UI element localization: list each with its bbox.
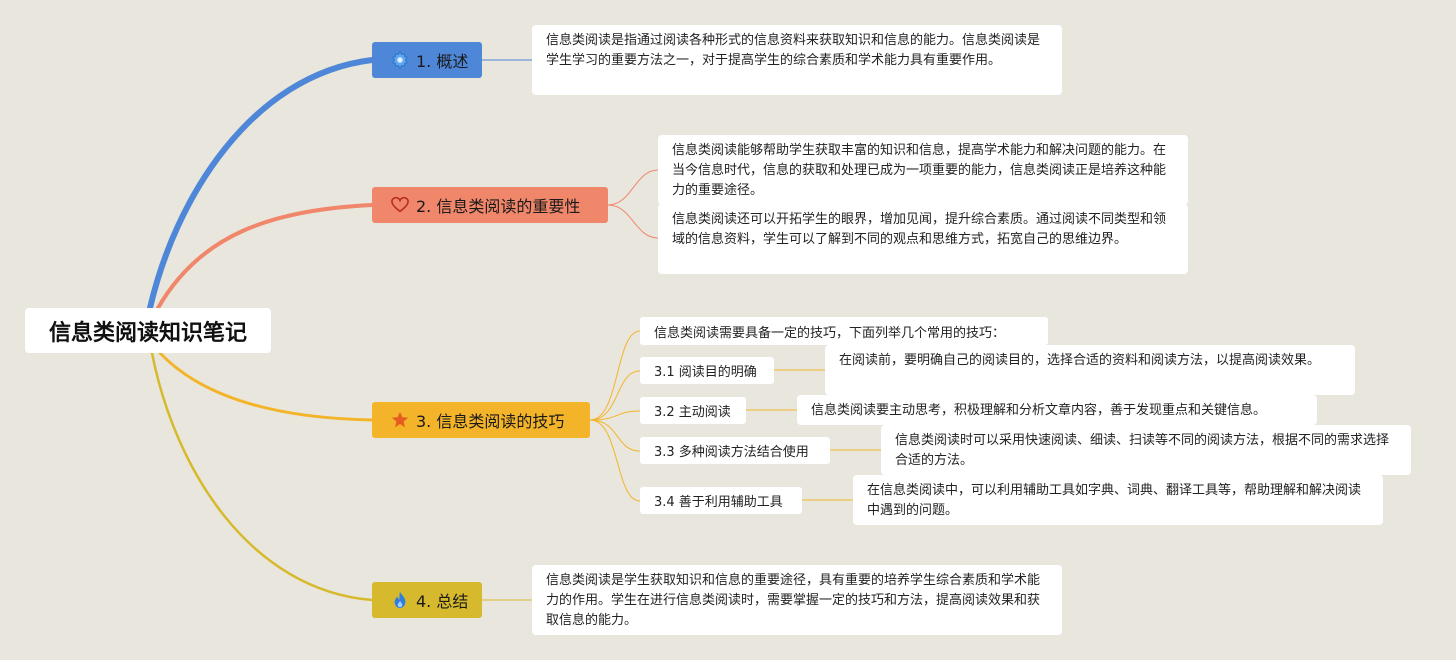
techniques-intro[interactable]: 信息类阅读需要具备一定的技巧，下面列举几个常用的技巧： bbox=[640, 317, 1048, 345]
sub-topic-3-4[interactable]: 3.4 善于利用辅助工具 bbox=[640, 487, 802, 514]
flame-icon bbox=[390, 590, 410, 610]
branch-techniques[interactable]: 3. 信息类阅读的技巧 bbox=[372, 402, 590, 438]
branch-label: 1. 概述 bbox=[416, 52, 469, 71]
branch-importance[interactable]: 2. 信息类阅读的重要性 bbox=[372, 187, 608, 223]
note-overview[interactable]: 信息类阅读是指通过阅读各种形式的信息资料来获取知识和信息的能力。信息类阅读是学生… bbox=[532, 25, 1062, 95]
sub-note-3-1[interactable]: 在阅读前，要明确自己的阅读目的，选择合适的资料和阅读方法，以提高阅读效果。 bbox=[825, 345, 1355, 395]
branch-overview[interactable]: 1. 概述 bbox=[372, 42, 482, 78]
sub-note-3-3[interactable]: 信息类阅读时可以采用快速阅读、细读、扫读等不同的阅读方法，根据不同的需求选择合适… bbox=[881, 425, 1411, 475]
root-topic[interactable]: 信息类阅读知识笔记 bbox=[25, 308, 271, 353]
heart-icon bbox=[390, 195, 410, 215]
sub-topic-3-3[interactable]: 3.3 多种阅读方法结合使用 bbox=[640, 437, 830, 464]
sub-note-3-2[interactable]: 信息类阅读要主动思考，积极理解和分析文章内容，善于发现重点和关键信息。 bbox=[797, 395, 1317, 425]
branch-label: 4. 总结 bbox=[416, 592, 469, 611]
note-importance-2[interactable]: 信息类阅读还可以开拓学生的眼界，增加见闻，提升综合素质。通过阅读不同类型和领域的… bbox=[658, 204, 1188, 274]
branch-label: 3. 信息类阅读的技巧 bbox=[416, 412, 565, 431]
gear-icon bbox=[390, 50, 410, 70]
sub-note-3-4[interactable]: 在信息类阅读中，可以利用辅助工具如字典、词典、翻译工具等，帮助理解和解决阅读中遇… bbox=[853, 475, 1383, 525]
branch-summary[interactable]: 4. 总结 bbox=[372, 582, 482, 618]
sub-topic-3-1[interactable]: 3.1 阅读目的明确 bbox=[640, 357, 774, 384]
branch-label: 2. 信息类阅读的重要性 bbox=[416, 197, 581, 216]
note-importance-1[interactable]: 信息类阅读能够帮助学生获取丰富的知识和信息，提高学术能力和解决问题的能力。在当今… bbox=[658, 135, 1188, 205]
sub-topic-3-2[interactable]: 3.2 主动阅读 bbox=[640, 397, 746, 424]
note-summary[interactable]: 信息类阅读是学生获取知识和信息的重要途径，具有重要的培养学生综合素质和学术能力的… bbox=[532, 565, 1062, 635]
star-icon bbox=[390, 410, 410, 430]
